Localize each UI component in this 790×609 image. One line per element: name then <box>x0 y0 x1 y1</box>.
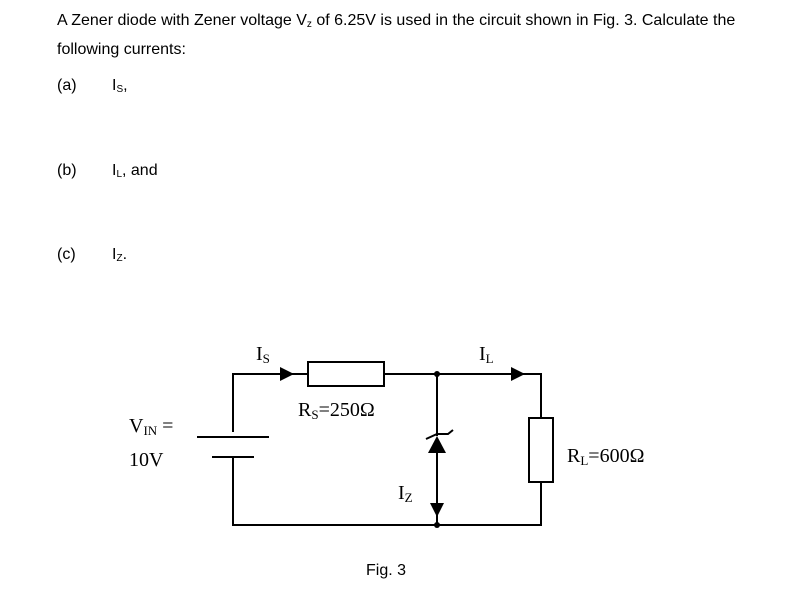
zener-triangle <box>428 436 446 453</box>
item-var: I <box>112 77 117 94</box>
zener-bar <box>425 429 454 440</box>
resistor-rl <box>528 417 554 483</box>
item-var: I <box>112 246 117 263</box>
iz-label: IZ <box>398 482 413 505</box>
resistor-rs <box>307 361 385 387</box>
rl-label: RL=600Ω <box>567 445 644 468</box>
item-label: (a) <box>57 77 77 94</box>
item-var: I <box>112 162 117 179</box>
item-label: (c) <box>57 246 76 263</box>
arrow-il <box>511 367 525 381</box>
question-item-c: (c)IZ. <box>57 246 128 264</box>
junction-dot-top <box>434 371 440 377</box>
rs-label: RS=250Ω <box>298 399 375 422</box>
arrow-iz <box>430 503 444 517</box>
wire-top-mid <box>384 373 542 418</box>
question-text: A Zener diode with Zener voltage Vz of 6… <box>57 12 736 58</box>
arrow-is <box>280 367 294 381</box>
is-label: IS <box>256 343 270 366</box>
wire-rl-bottom <box>232 457 542 526</box>
figure-caption: Fig. 3 <box>366 562 407 579</box>
question-item-b: (b)IL, and <box>57 162 158 180</box>
il-label: IL <box>479 343 494 366</box>
junction-dot-bottom <box>434 522 440 528</box>
question-item-a: (a)IS, <box>57 77 128 95</box>
vin-label: VIN = <box>129 415 173 438</box>
item-label: (b) <box>57 162 77 179</box>
vin-value: 10V <box>129 449 164 471</box>
wire-left-top <box>232 373 308 432</box>
